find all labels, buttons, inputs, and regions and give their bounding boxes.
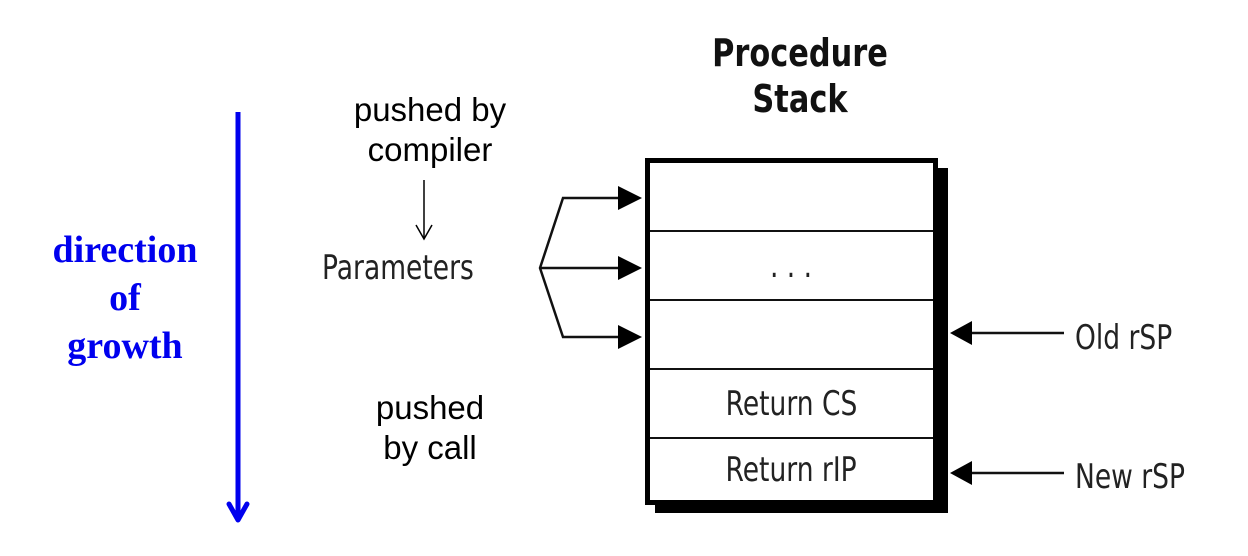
parameters-label: Parameters [322,248,474,288]
param-arrowhead-1 [618,186,642,210]
stack-slot-parameter-1 [650,163,933,232]
old-rsp-arrow [950,321,1064,345]
growth-direction-arrow [226,112,250,523]
procedure-stack: . . . Return CS Return rIP [645,158,938,505]
parameter-branch-arrows [538,186,642,349]
param-arrowhead-3 [618,325,642,349]
new-rsp-arrow [950,461,1064,485]
pushed-by-call-note: pushed by call [330,388,530,468]
note-line: pushed by [353,91,507,128]
growth-label-line: of [109,277,141,319]
param-arrowhead-2 [618,256,642,280]
note-line: compiler [367,131,493,168]
stack-slot-return-rip: Return rIP [725,449,858,490]
stack-slot-parameter-ellipsis: . . . [650,232,933,301]
note-line: by call [383,429,477,466]
growth-label-line: direction [52,229,198,271]
note-line: pushed [375,389,485,426]
old-rsp-label: Old rSP [1075,318,1173,358]
stack-slot-parameter-n [650,301,933,370]
stack-slot-return-cs: Return CS [650,370,933,439]
pushed-by-compiler-note: pushed by compiler [300,90,560,170]
procedure-stack-title: Procedure Stack [680,30,920,122]
growth-label-line: growth [67,325,183,367]
title-line: Procedure [712,31,888,75]
compiler-to-parameters-arrow [415,180,433,241]
title-line: Stack [752,77,848,121]
new-rsp-label: New rSP [1075,457,1186,497]
growth-direction-label: direction of growth [20,226,230,370]
